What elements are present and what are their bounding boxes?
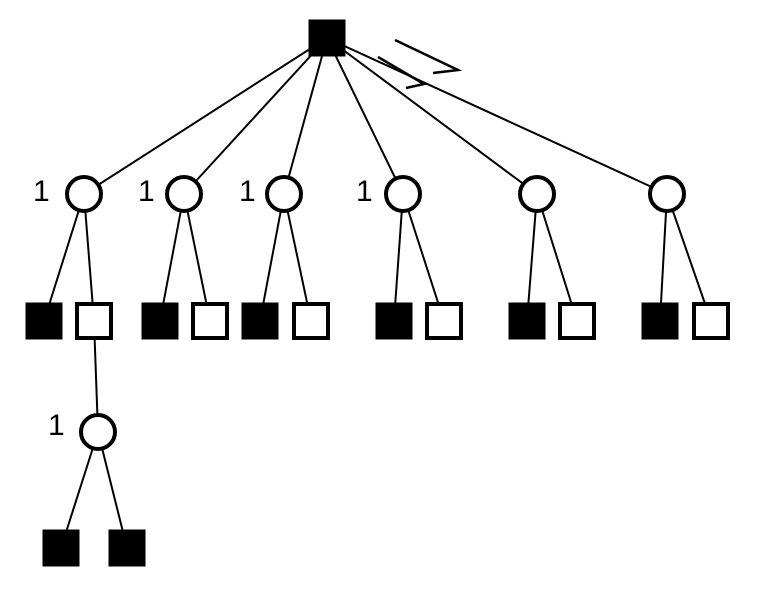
- label-circle-2: 1: [138, 175, 155, 208]
- edge-c1-right: [83, 193, 95, 322]
- edge-root-c3: [283, 37, 328, 195]
- edge-root-c6: [326, 37, 668, 195]
- square-c5-empty: [558, 302, 596, 340]
- child-edges: [43, 193, 712, 549]
- square-c3-empty: [292, 302, 330, 340]
- edge-c4-right: [402, 193, 445, 322]
- arrow-upper: [394, 38, 463, 75]
- circle-node-3: [265, 175, 303, 213]
- edge-c4-left: [393, 193, 404, 322]
- circle-node-1: [65, 175, 103, 213]
- edge-c6-left: [659, 193, 668, 322]
- edge-c2-left: [159, 193, 185, 322]
- edge-c3-right: [283, 193, 312, 322]
- circle-node-6: [648, 175, 686, 213]
- edge-c5-left: [526, 193, 538, 322]
- circle-node-5: [518, 175, 556, 213]
- square-c7-left: [42, 529, 80, 567]
- square-c4-empty: [425, 302, 463, 340]
- square-c2-filled: [141, 302, 179, 340]
- circle-node-2: [165, 175, 203, 213]
- square-c2-empty: [191, 302, 229, 340]
- edge-root-c5: [326, 37, 538, 195]
- square-c3-filled: [241, 302, 279, 340]
- edge-root-c4: [326, 37, 404, 195]
- square-c1-empty: [75, 302, 113, 340]
- node-labels: 1 1 1 1 1: [33, 175, 373, 442]
- square-c7-right: [108, 529, 146, 567]
- square-c1-filled: [25, 302, 63, 340]
- edge-c6-right: [666, 193, 712, 322]
- level-3-squares: [42, 529, 146, 567]
- edge-c3-left: [259, 193, 285, 322]
- level-1-circles: [65, 175, 686, 213]
- arrow-lower: [377, 55, 428, 90]
- edge-c5-right: [536, 193, 578, 322]
- label-circle-7: 1: [48, 409, 65, 442]
- square-c4-filled: [375, 302, 413, 340]
- label-circle-3: 1: [239, 175, 256, 208]
- square-c5-filled: [508, 302, 546, 340]
- edge-root-c2: [183, 37, 328, 195]
- square-c6-empty: [692, 302, 730, 340]
- root-square-node: [308, 19, 346, 57]
- edge-c1-left: [43, 193, 85, 322]
- circle-node-7: [79, 413, 117, 451]
- arrows: [377, 38, 463, 90]
- edge-c2-right: [183, 193, 211, 322]
- edge-c7-left: [60, 431, 99, 549]
- label-circle-1: 1: [33, 175, 50, 208]
- root-edges: [83, 37, 668, 195]
- edge-root-c1: [83, 37, 328, 195]
- level-2-squares: [25, 302, 730, 340]
- label-circle-4: 1: [356, 175, 373, 208]
- square-c6-filled: [641, 302, 679, 340]
- edge-c7-right: [97, 431, 128, 549]
- circle-node-4: [384, 175, 422, 213]
